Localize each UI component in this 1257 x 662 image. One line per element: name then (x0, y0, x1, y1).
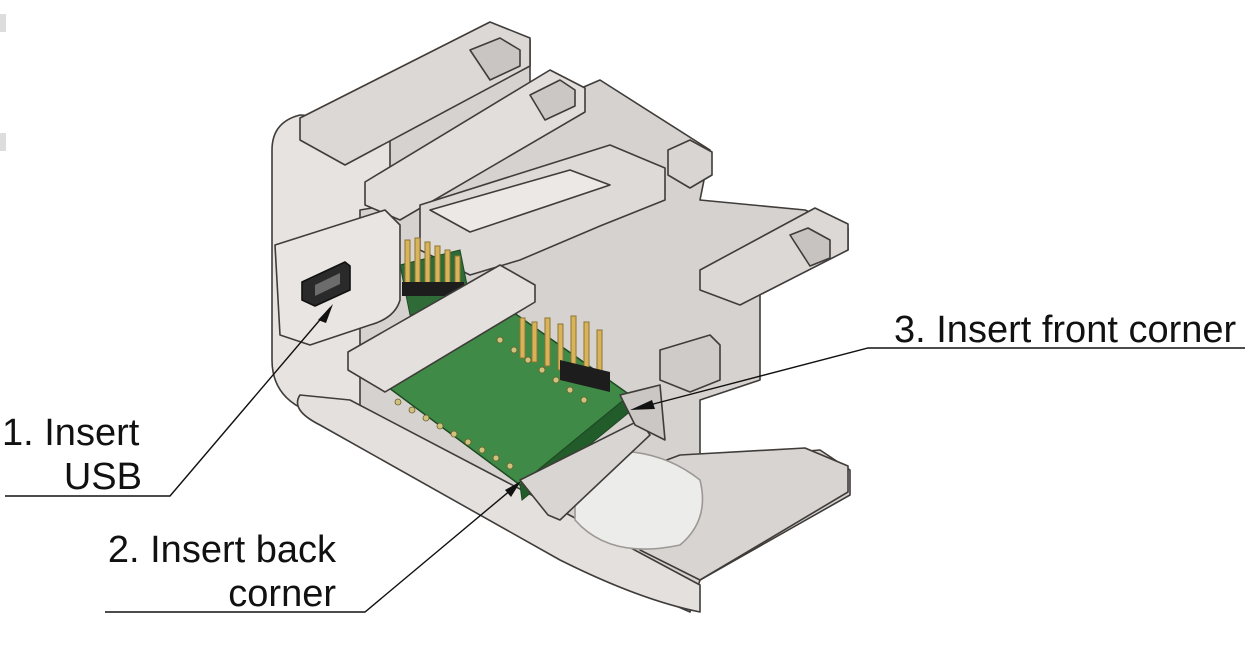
front-wedge (519, 419, 651, 521)
arrowhead-1 (318, 304, 333, 323)
right-clip (659, 334, 721, 393)
top-rail-back-slot (469, 37, 521, 81)
usb-icon-inner (315, 273, 340, 296)
callout-2-line2: corner (228, 573, 336, 615)
usb-port-block (274, 209, 401, 346)
top-rail-back (299, 21, 531, 166)
edge-mark-top (0, 14, 6, 32)
enclosure-shell (271, 21, 851, 613)
callout-1-line1: 1. Insert (2, 412, 140, 454)
bottom-floor (296, 394, 701, 613)
front-slot (519, 384, 666, 521)
header-block-front (560, 360, 610, 392)
right-tab-notch (789, 227, 831, 267)
leader-line-3 (637, 347, 1245, 409)
header-block-upper (402, 282, 464, 296)
leader-arrowheads (318, 304, 655, 497)
middle-block-top (429, 169, 611, 233)
leader-lines (5, 307, 1245, 613)
arrowhead-2 (505, 481, 521, 497)
front-corner-block (619, 384, 666, 441)
top-rail-second (364, 69, 586, 221)
callout-2-line1: 2. Insert back (107, 529, 336, 571)
arrowhead-3 (630, 400, 655, 410)
callout-1-line2: USB (63, 456, 142, 498)
callout-3: 3. Insert front corner (894, 309, 1237, 351)
front-rail (347, 264, 536, 393)
solder-pads (394, 336, 588, 470)
front-rail-body (347, 264, 536, 393)
top-rail-second-notch (529, 79, 576, 121)
middle-tab (667, 139, 713, 189)
leader-line-1 (5, 307, 331, 497)
edge-mark-mid (0, 133, 6, 151)
leader-line-2 (105, 483, 519, 613)
